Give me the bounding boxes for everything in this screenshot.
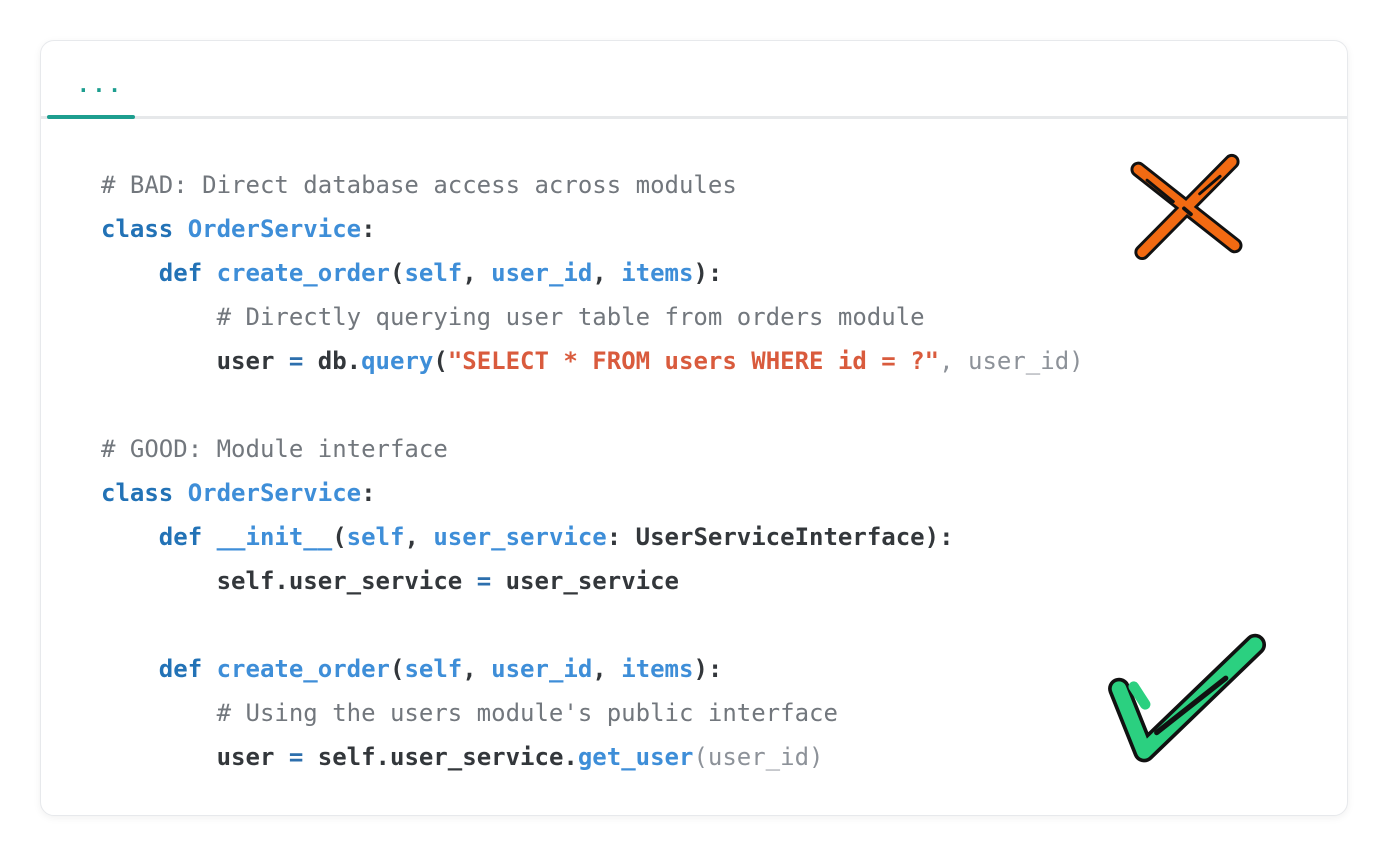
code-token [491, 567, 505, 595]
code-token: self [404, 655, 463, 683]
code-token [303, 743, 317, 771]
code-token: user [216, 347, 275, 375]
code-line: class OrderService: [101, 207, 1347, 251]
code-token: = [288, 743, 304, 771]
code-token: , user_id) [939, 347, 1084, 375]
code-token: . [563, 743, 578, 771]
code-token: # Directly querying user table from orde… [101, 303, 925, 331]
code-token: create_order [216, 655, 390, 683]
code-token [303, 347, 317, 375]
code-token: def [158, 655, 217, 683]
code-line: def create_order(self, user_id, items): [101, 647, 1347, 691]
code-token: (user_id) [693, 743, 824, 771]
code-token [101, 743, 217, 771]
code-token: user [216, 743, 275, 771]
code-line: user = self.user_service.get_user(user_i… [101, 735, 1347, 779]
code-token: user_id [491, 259, 593, 287]
code-token: get_user [577, 743, 694, 771]
code-token: class [101, 215, 188, 243]
code-token: user_service [433, 523, 607, 551]
code-line: user = db.query("SELECT * FROM users WHE… [101, 339, 1347, 383]
code-token: = [476, 567, 492, 595]
code-token [101, 567, 217, 595]
code-token: : [361, 479, 376, 507]
code-line: def create_order(self, user_id, items): [101, 251, 1347, 295]
code-token: OrderService [187, 215, 362, 243]
code-token: items [621, 259, 694, 287]
code-token: def [158, 259, 217, 287]
code-token [101, 655, 159, 683]
code-token: self.user_service [317, 743, 564, 771]
code-line: self.user_service = user_service [101, 559, 1347, 603]
code-token [274, 347, 288, 375]
code-token: ( [389, 655, 405, 683]
code-token: self [404, 259, 463, 287]
code-token: self [346, 523, 405, 551]
code-token: , [462, 259, 492, 287]
code-token: ( [332, 523, 347, 551]
code-token: ( [389, 259, 405, 287]
code-token [101, 259, 159, 287]
code-token: , [462, 655, 492, 683]
code-token [462, 567, 476, 595]
code-token: ( [433, 347, 448, 375]
code-token: : [606, 523, 636, 551]
code-token: , [592, 655, 622, 683]
code-line: def __init__(self, user_service: UserSer… [101, 515, 1347, 559]
tab-ellipsis[interactable]: ... [77, 73, 124, 97]
code-token: , [404, 523, 434, 551]
code-token: "SELECT * FROM users WHERE id = ?" [447, 347, 940, 375]
code-line: # GOOD: Module interface [101, 427, 1347, 471]
check-icon [1108, 633, 1267, 763]
code-token: # GOOD: Module interface [101, 435, 448, 463]
code-token: user_service [505, 567, 679, 595]
code-line [101, 383, 1347, 427]
code-token: = [288, 347, 304, 375]
code-token: , [592, 259, 622, 287]
code-token: . [346, 347, 362, 375]
code-token: db [317, 347, 347, 375]
code-line: # BAD: Direct database access across mod… [101, 163, 1347, 207]
cross-icon [1130, 153, 1243, 261]
code-token [274, 743, 288, 771]
code-window: ... # BAD: Direct database access across… [40, 40, 1348, 816]
code-token: ): [693, 259, 723, 287]
code-token: class [101, 479, 188, 507]
code-token: # Using the users module's public interf… [101, 699, 838, 727]
code-token: query [361, 347, 434, 375]
tab-bar: ... [41, 41, 1347, 119]
code-block: # BAD: Direct database access across mod… [41, 119, 1347, 829]
code-token: __init__ [216, 523, 333, 551]
code-token: self.user_service [216, 567, 463, 595]
code-token: : [361, 215, 376, 243]
code-token: def [158, 523, 217, 551]
code-line: class OrderService: [101, 471, 1347, 515]
code-line: # Using the users module's public interf… [101, 691, 1347, 735]
code-token: UserServiceInterface [635, 523, 925, 551]
code-token: create_order [216, 259, 390, 287]
code-token: ): [693, 655, 723, 683]
active-tab-indicator [47, 115, 135, 119]
code-token: items [621, 655, 694, 683]
code-token: # BAD: Direct database access across mod… [101, 171, 737, 199]
code-token: OrderService [187, 479, 362, 507]
code-line: # Directly querying user table from orde… [101, 295, 1347, 339]
code-token [101, 523, 159, 551]
code-token [101, 347, 217, 375]
code-token: ): [924, 523, 954, 551]
code-token: user_id [491, 655, 593, 683]
